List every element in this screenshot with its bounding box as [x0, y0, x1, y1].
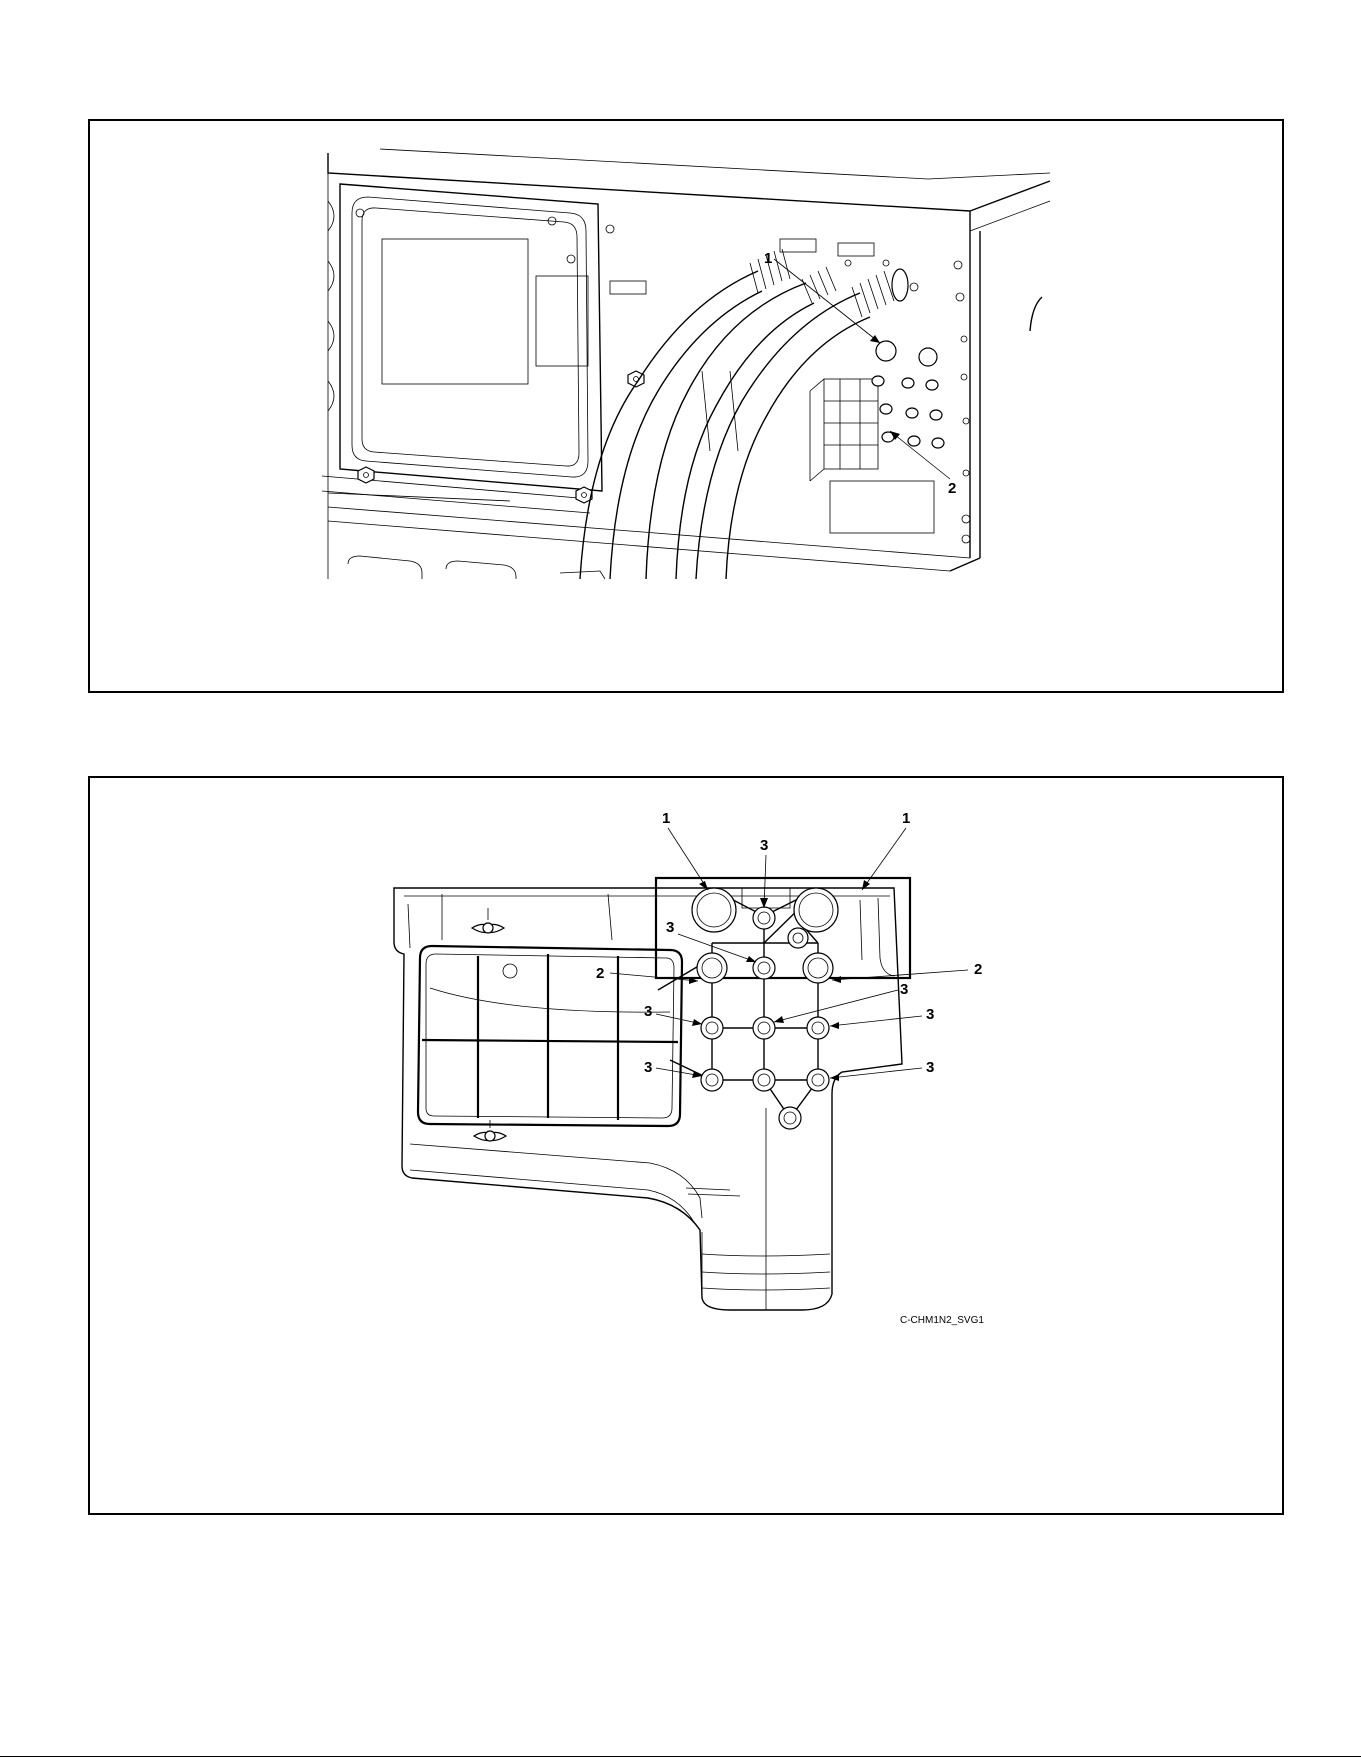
- hose-connector-block: [810, 379, 878, 481]
- callout-label: 3: [926, 1006, 934, 1023]
- callout-label: 3: [760, 837, 768, 854]
- small-port: [753, 957, 775, 979]
- wing-knob: [474, 1120, 506, 1141]
- filter-grid: [418, 908, 682, 1141]
- page-footer-rule: [0, 1756, 1361, 1757]
- callout-1: 1: [764, 250, 880, 343]
- small-port: [753, 1017, 775, 1039]
- panel-slots: [348, 239, 934, 579]
- callout-2: 2: [890, 431, 956, 497]
- small-port: [807, 1069, 829, 1091]
- callout-3-top: 3: [760, 837, 768, 908]
- callout-label: 3: [644, 1059, 652, 1076]
- small-port: [753, 1069, 775, 1091]
- figure-code: C-CHM1N2_SVG1: [900, 1315, 984, 1326]
- hose-connection-illustration: 1 2: [90, 121, 1286, 695]
- callout-label: 2: [596, 965, 604, 982]
- large-port: [692, 888, 736, 932]
- medium-port: [803, 953, 833, 983]
- callout-label: 2: [974, 961, 982, 978]
- callout-label: 3: [926, 1059, 934, 1076]
- highlight-frame: [656, 878, 910, 978]
- port-matrix: [658, 888, 838, 1129]
- callout-label: 2: [948, 480, 956, 497]
- small-port: [701, 1069, 723, 1091]
- large-port: [794, 888, 838, 932]
- small-port: [701, 1017, 723, 1039]
- callout-3-middle-right: 3: [774, 981, 908, 1023]
- drain-hoses: [580, 249, 908, 579]
- callout-label: 3: [666, 919, 674, 936]
- port-grid: [845, 260, 970, 543]
- figure-panel-bottom: 1 1 3 3 2 2 3: [88, 776, 1284, 1515]
- callout-label: 3: [900, 981, 908, 998]
- small-port: [807, 1017, 829, 1039]
- medium-port: [697, 953, 727, 983]
- callout-label: 1: [902, 810, 910, 827]
- callout-2-right: 2: [832, 961, 982, 983]
- callout-label: 3: [644, 1003, 652, 1020]
- port-layout-diagram: 1 1 3 3 2 2 3: [90, 778, 1286, 1517]
- small-port: [788, 928, 808, 948]
- small-port: [753, 907, 775, 929]
- hex-bolt: [358, 467, 374, 483]
- callout-label: 1: [662, 810, 670, 827]
- callout-3-lower-right: 3: [830, 1059, 934, 1081]
- callout-3-mid-right: 3: [830, 1006, 934, 1029]
- callout-label: 1: [764, 250, 772, 267]
- wing-knob: [472, 908, 504, 933]
- cabinet-outline: [328, 149, 1050, 579]
- control-panel-cover: [322, 184, 644, 513]
- figure-panel-top: 1 2: [88, 119, 1284, 693]
- housing-outline: [394, 888, 902, 1310]
- small-port: [779, 1107, 801, 1129]
